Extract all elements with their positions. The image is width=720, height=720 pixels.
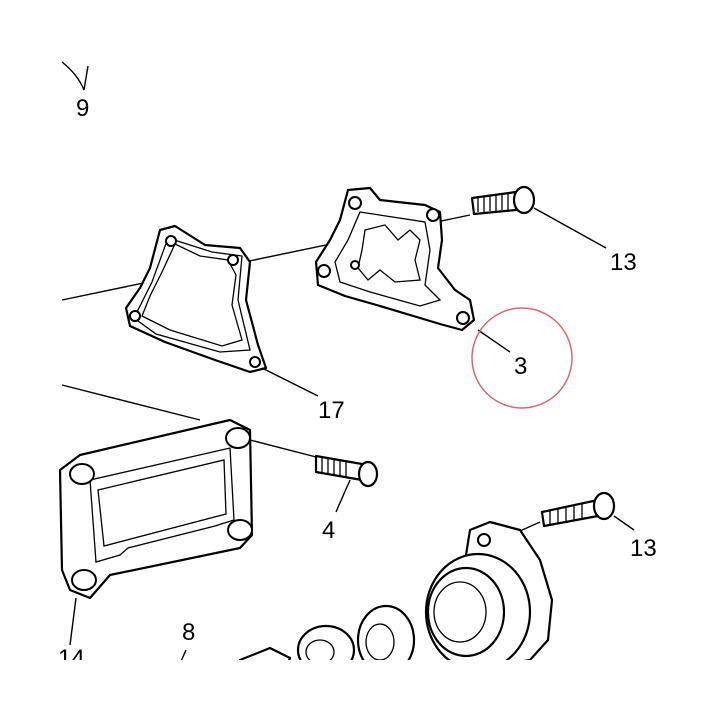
bottom-crop-mask: [0, 660, 720, 720]
bolt-part-13-bottom: [540, 491, 616, 528]
callout-label-17: 17: [318, 397, 345, 424]
leader-17: [261, 367, 319, 397]
leader-3: [477, 329, 511, 353]
bearing-housing-part: [424, 520, 554, 672]
highlight-circle: [471, 307, 573, 409]
leader-long-lower: [61, 384, 201, 421]
leader-13-bottom: [613, 515, 635, 531]
callout-label-9: 9: [76, 95, 89, 122]
leader-4: [335, 479, 351, 513]
callout-label-3: 3: [514, 353, 527, 380]
screw-part-4: [314, 454, 379, 488]
gasket-part-17: [124, 224, 268, 374]
cover-frame-part-14: [58, 418, 254, 600]
leader-frame: [249, 439, 321, 459]
leader-14: [69, 597, 77, 646]
leader-13-top: [533, 207, 607, 249]
callout-label-13-bottom: 13: [630, 535, 657, 562]
callout-label-4: 4: [322, 517, 335, 544]
callout-label-13-top: 13: [610, 249, 637, 276]
callout-label-8: 8: [182, 619, 195, 646]
bolt-part-13-top: [470, 185, 536, 216]
bracket-plate-part-3: [314, 186, 476, 332]
leader-9: [61, 61, 89, 91]
